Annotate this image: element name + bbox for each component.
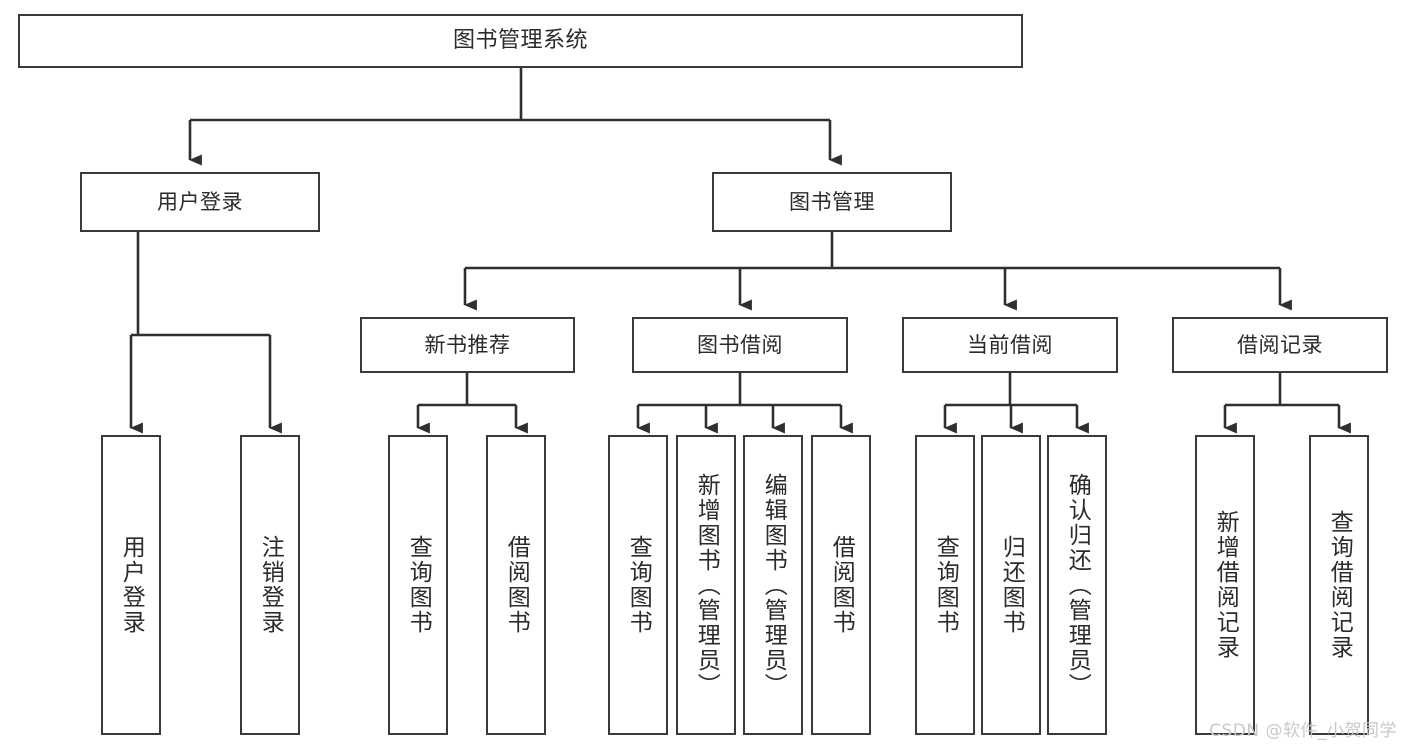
node-label: 用户登录 xyxy=(118,535,145,635)
node-label: 编辑图书（管理员） xyxy=(760,472,787,698)
leaf-borrow-book-recommendation[interactable]: 借阅图书 xyxy=(486,435,546,735)
leaf-edit-book-admin[interactable]: 编辑图书（管理员） xyxy=(743,435,803,735)
leaf-confirm-return-admin[interactable]: 确认归还（管理员） xyxy=(1047,435,1107,735)
leaf-query-book-borrowing[interactable]: 查询图书 xyxy=(608,435,668,735)
node-label: 查询借阅记录 xyxy=(1326,510,1353,660)
node-new-book-recommendation[interactable]: 新书推荐 xyxy=(360,317,575,373)
node-label: 图书管理系统 xyxy=(452,28,588,54)
node-label: 新增借阅记录 xyxy=(1212,510,1239,660)
leaf-query-book-recommendation[interactable]: 查询图书 xyxy=(388,435,448,735)
node-label: 确认归还（管理员） xyxy=(1064,472,1091,698)
node-book-management[interactable]: 图书管理 xyxy=(712,172,952,232)
node-label: 新增图书（管理员） xyxy=(693,472,720,698)
node-root-book-management-system[interactable]: 图书管理系统 xyxy=(18,14,1023,68)
node-label: 图书借阅 xyxy=(697,332,783,357)
node-label: 归还图书 xyxy=(998,535,1025,635)
leaf-user-login[interactable]: 用户登录 xyxy=(101,435,161,735)
watermark: CSDN @软件_小贺同学 xyxy=(1209,721,1397,741)
leaf-add-borrowing-record[interactable]: 新增借阅记录 xyxy=(1195,435,1255,735)
node-label: 新书推荐 xyxy=(424,332,511,357)
node-user-login[interactable]: 用户登录 xyxy=(80,172,320,232)
node-label: 查询图书 xyxy=(932,535,959,635)
node-label: 借阅记录 xyxy=(1237,332,1323,357)
leaf-query-book-current[interactable]: 查询图书 xyxy=(915,435,975,735)
node-book-borrowing[interactable]: 图书借阅 xyxy=(632,317,848,373)
node-label: 查询图书 xyxy=(405,535,432,635)
node-borrowing-record[interactable]: 借阅记录 xyxy=(1172,317,1388,373)
leaf-query-borrowing-record[interactable]: 查询借阅记录 xyxy=(1309,435,1369,735)
leaf-user-logout[interactable]: 注销登录 xyxy=(240,435,300,735)
leaf-add-book-admin[interactable]: 新增图书（管理员） xyxy=(676,435,736,735)
node-label: 借阅图书 xyxy=(503,535,530,635)
leaf-borrow-book-borrowing[interactable]: 借阅图书 xyxy=(811,435,871,735)
node-label: 注销登录 xyxy=(257,535,284,635)
node-current-borrowing[interactable]: 当前借阅 xyxy=(902,317,1118,373)
leaf-return-book[interactable]: 归还图书 xyxy=(981,435,1041,735)
node-label: 查询图书 xyxy=(625,535,652,635)
node-label: 图书管理 xyxy=(789,189,875,214)
node-label: 用户登录 xyxy=(157,189,243,214)
node-label: 当前借阅 xyxy=(967,332,1053,357)
node-label: 借阅图书 xyxy=(828,535,855,635)
